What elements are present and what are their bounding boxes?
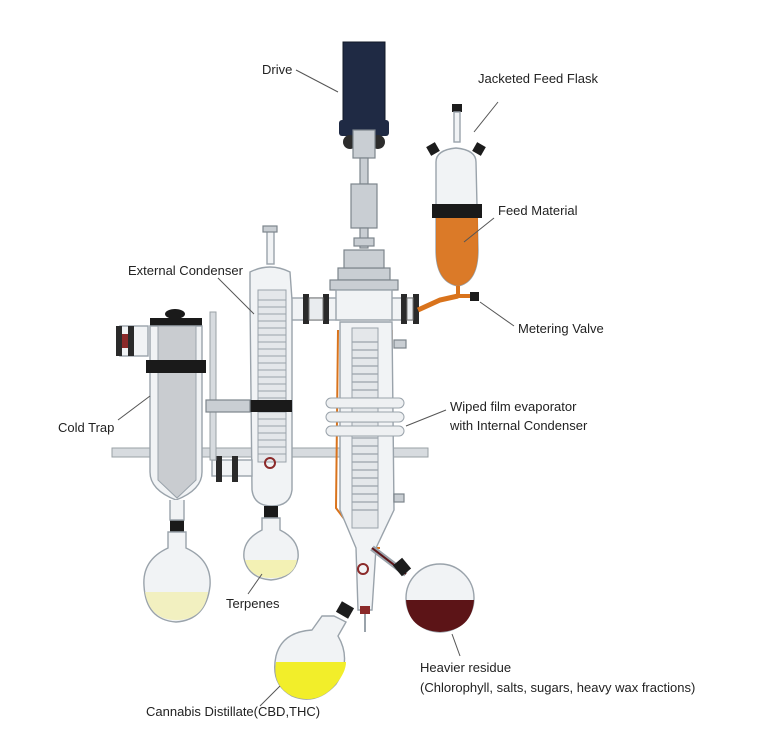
drive-leader [295, 69, 339, 93]
label-cannabis-distillate: Cannabis Distillate(CBD,THC) [146, 704, 320, 719]
label-cold-trap: Cold Trap [58, 420, 114, 435]
distillate-leader [259, 685, 281, 707]
jacketed-feed-flask [416, 104, 486, 313]
cold-trap-leader [117, 395, 151, 421]
residue-leader [451, 633, 461, 657]
label-jacketed-feed-flask: Jacketed Feed Flask [478, 71, 598, 86]
evaporator-head [289, 249, 419, 324]
label-external-condenser: External Condenser [128, 263, 244, 278]
label-heavier-residue-detail: (Chlorophyll, salts, sugars, heavy wax f… [420, 680, 695, 695]
external-condenser-leader [217, 277, 255, 315]
label-heavier-residue: Heavier residue [420, 660, 511, 675]
external-condenser [211, 225, 293, 518]
cold-trap-flask [143, 531, 211, 623]
label-wiped-film-line2: with Internal Condenser [449, 418, 588, 433]
label-wiped-film-line1: Wiped film evaporator [450, 399, 577, 414]
wiped-film-leader [405, 409, 447, 427]
drive-motor [339, 41, 389, 249]
cold-trap [116, 309, 251, 532]
label-drive: Drive [262, 62, 292, 77]
feed-material-leader [463, 217, 495, 243]
feed-flask-leader [473, 101, 499, 133]
wiped-film-evaporator [325, 321, 407, 632]
distillate-flask [274, 601, 355, 700]
label-terpenes: Terpenes [226, 596, 280, 611]
metering-valve-leader [479, 301, 515, 327]
residue-flask [370, 545, 475, 633]
terpenes-leader [247, 573, 263, 595]
terpenes-flask [243, 517, 299, 581]
label-metering-valve: Metering Valve [518, 321, 604, 336]
label-feed-material: Feed Material [498, 203, 578, 218]
